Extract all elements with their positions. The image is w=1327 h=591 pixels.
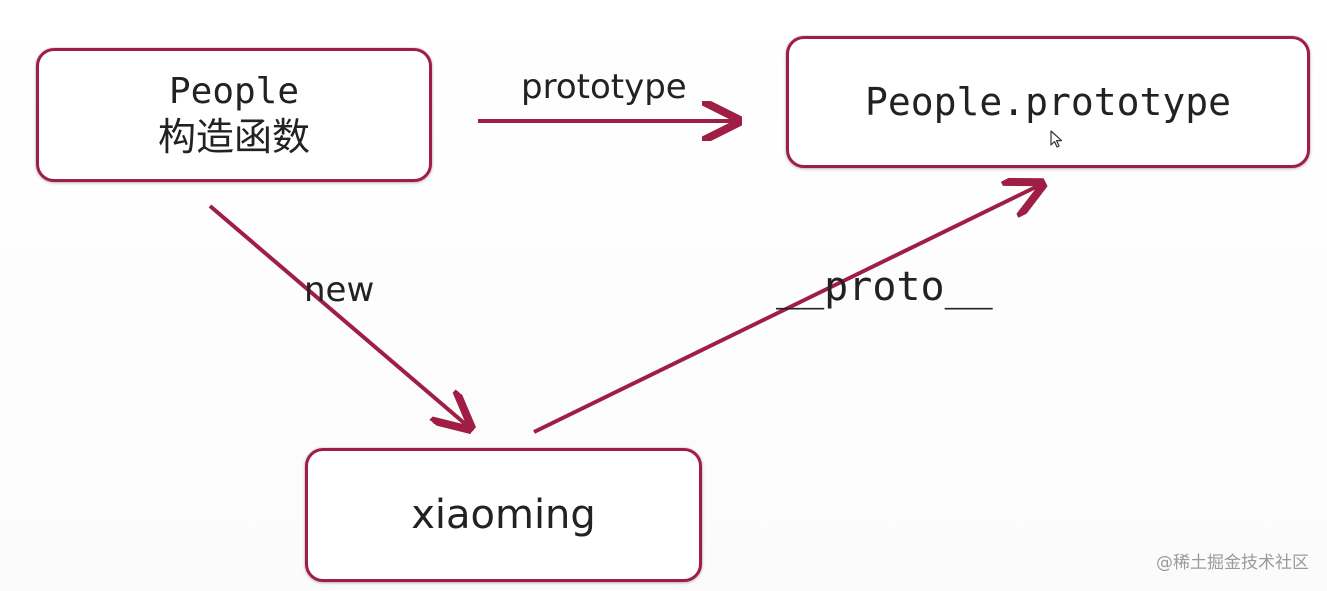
arrow-proto [533,184,1042,434]
watermark: @稀土掘金技术社区 [1156,553,1309,573]
arrow-new [208,204,470,428]
edge-label-proto: __proto__ [776,264,993,310]
people-constructor-node[interactable]: People 构造函数 [36,48,432,182]
people-prototype-node[interactable]: People.prototype [786,36,1310,168]
edge-label-new: new [304,270,375,310]
people-constructor-subtitle: 构造函数 [157,115,310,159]
xiaoming-name: xiaoming [411,492,596,538]
mouse-pointer-icon [1050,130,1063,148]
xiaoming-instance-node[interactable]: xiaoming [305,448,702,582]
people-constructor-name: People [168,71,300,112]
edge-label-prototype: prototype [521,67,687,107]
people-prototype-name: People.prototype [864,80,1232,124]
